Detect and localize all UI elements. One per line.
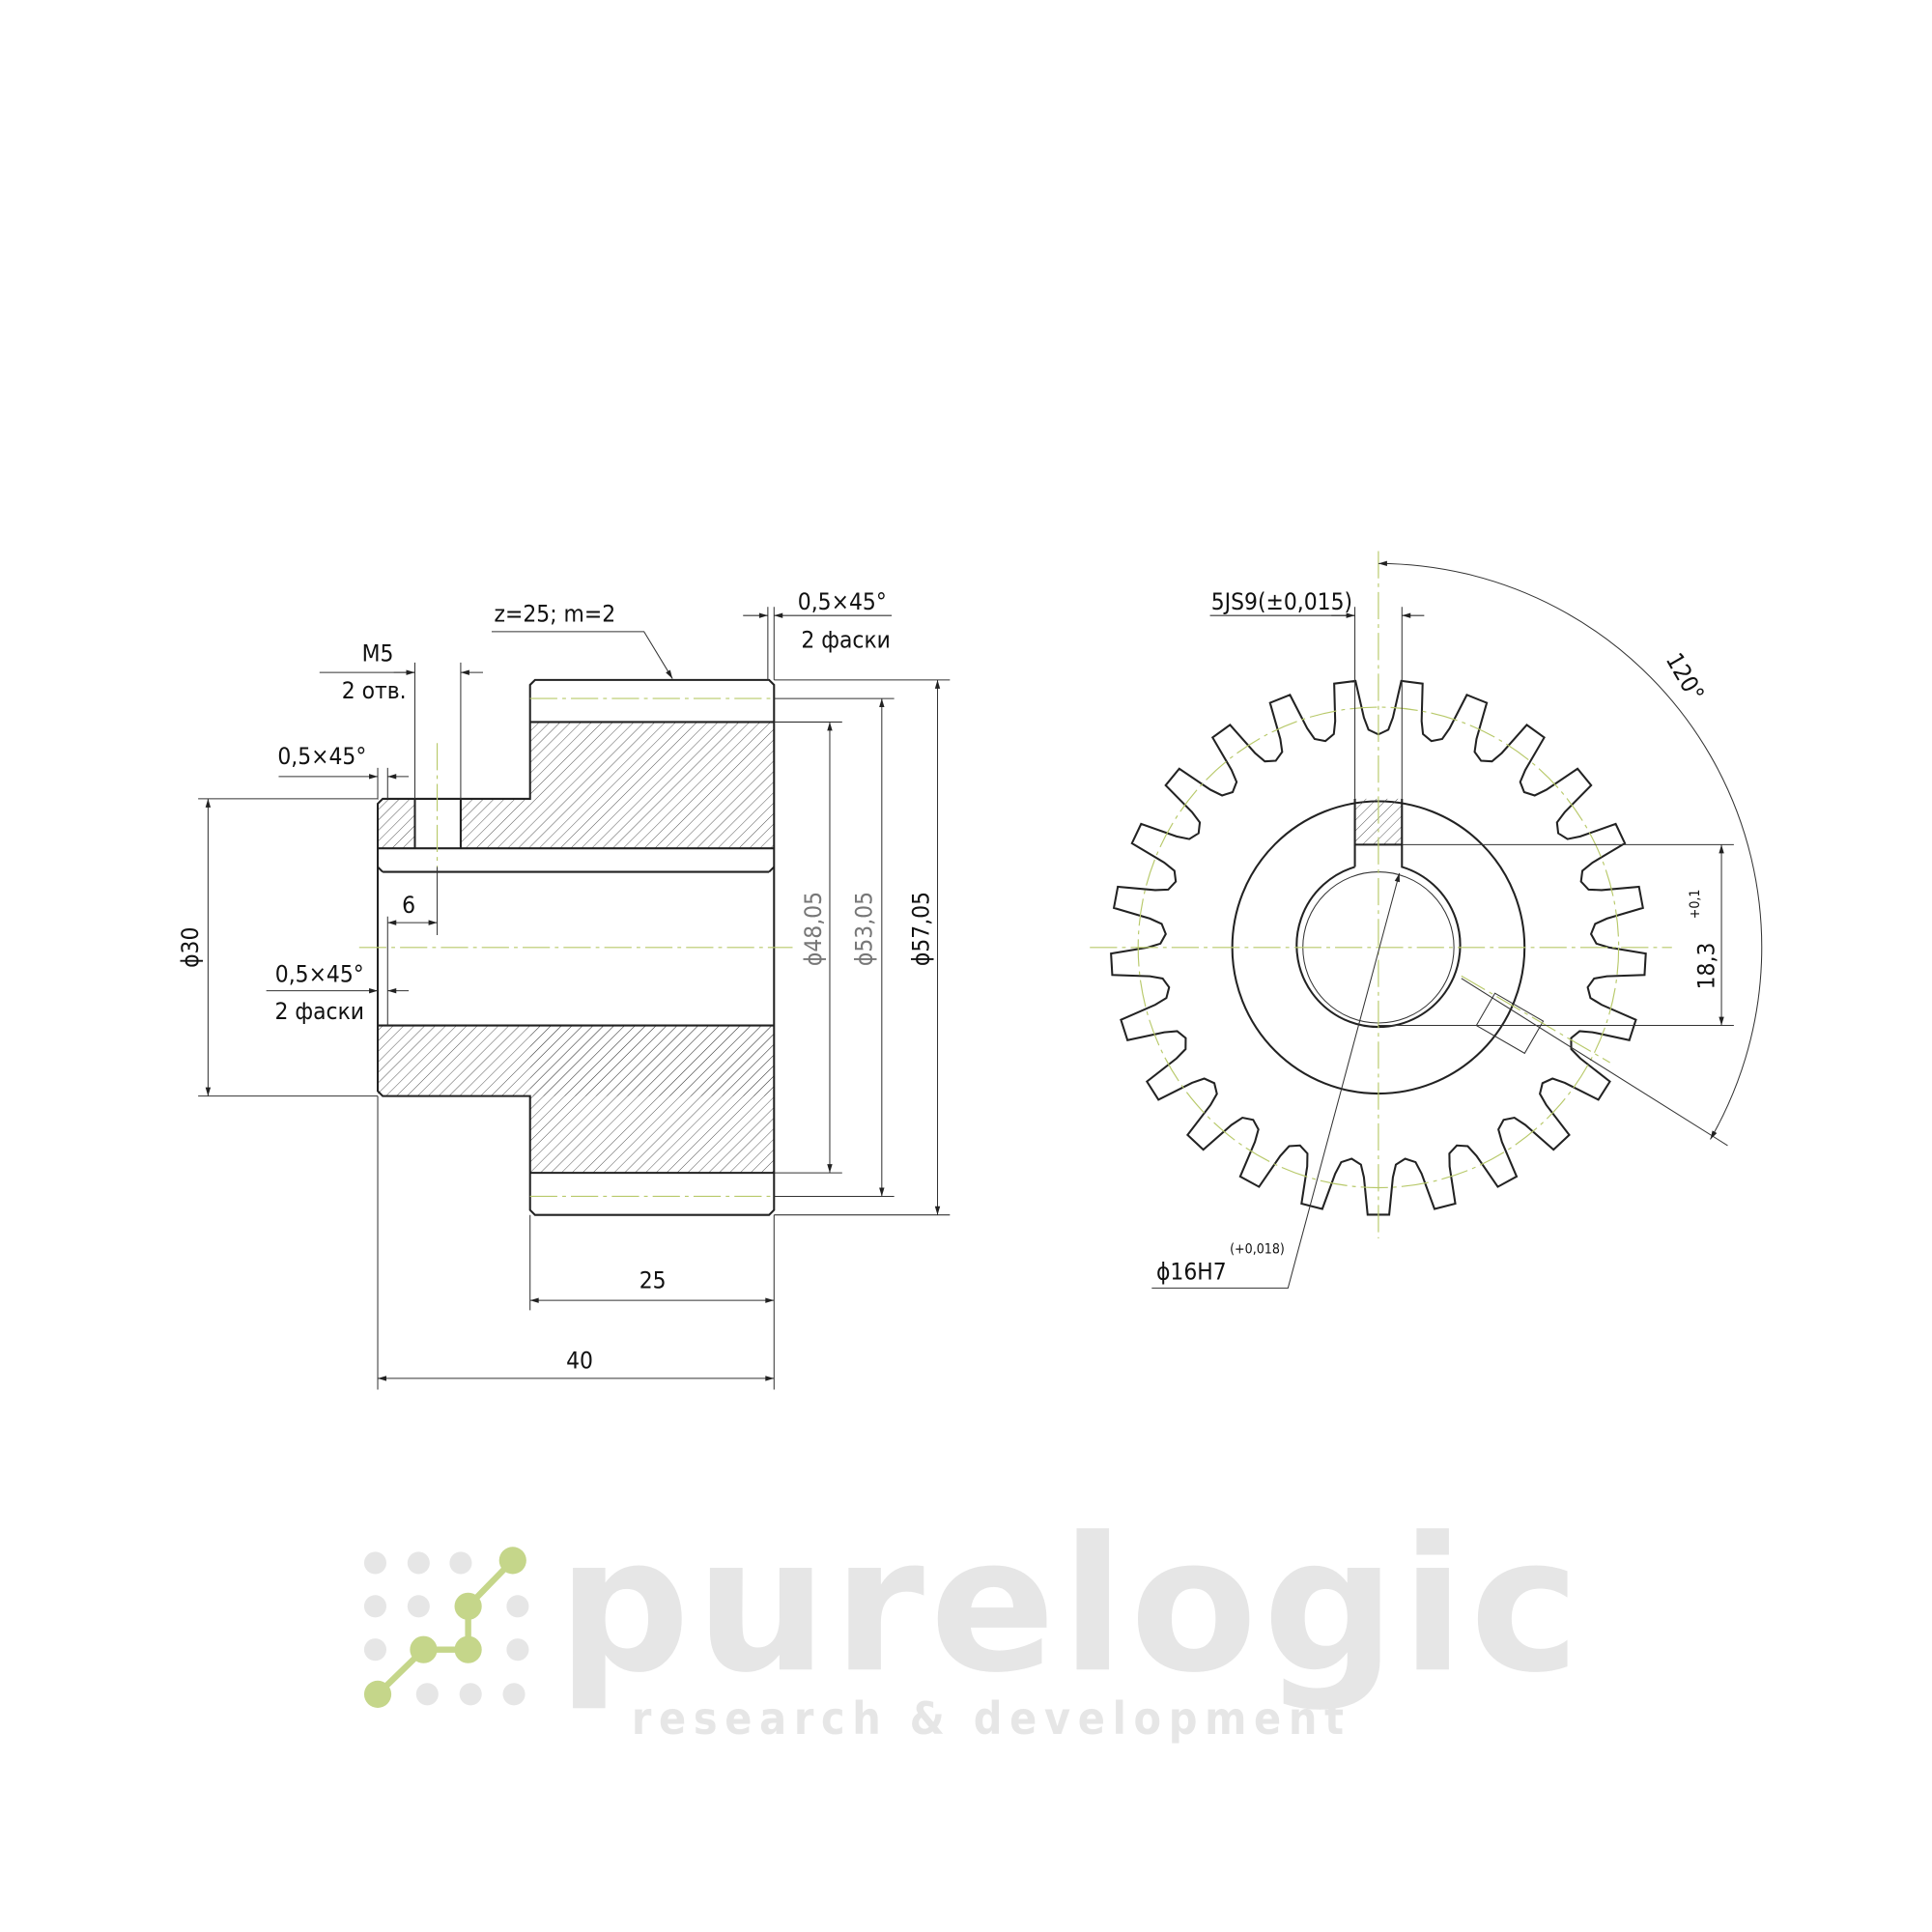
side-section-view: z=25; m=2 M5 2 отв. 0,5×45° 6 0,5×45° 2 … xyxy=(176,587,951,1390)
chamfer-left-bottom-label: 0,5×45° xyxy=(275,960,364,988)
keyway-label: 5JS9(±0,015) xyxy=(1211,587,1352,615)
chamfer-left-bottom-count: 2 фаски xyxy=(275,997,365,1025)
hatch-gear-top xyxy=(529,722,775,849)
outer-diameter-label: ϕ57,05 xyxy=(907,892,935,966)
watermark-tagline: research & development xyxy=(632,1692,1351,1745)
hub-diameter-label: ϕ30 xyxy=(176,927,204,968)
outline xyxy=(377,678,776,1216)
root-diameter-label: ϕ48,05 xyxy=(799,892,827,966)
key-depth-tolerance: +0,1 xyxy=(1688,889,1703,919)
front-extension-lines xyxy=(1209,607,1734,1147)
extension-lines xyxy=(198,607,951,1390)
hatch-gear-bottom xyxy=(529,1025,775,1174)
bore-tolerance: (+0,018) xyxy=(1230,1241,1285,1257)
bore-label: ϕ16H7 xyxy=(1156,1257,1227,1285)
gear-spec-leader xyxy=(491,631,673,679)
thread-label: M5 xyxy=(362,639,394,668)
chamfer-right-count: 2 фаски xyxy=(801,626,891,654)
key-depth-label: 18,3 xyxy=(1691,943,1719,990)
angle-label: 120° xyxy=(1661,648,1710,706)
section-lines xyxy=(377,721,776,1175)
chamfer-right-label: 0,5×45° xyxy=(798,587,887,615)
hole-offset-label: 6 xyxy=(402,891,415,919)
chamfer-left-top-label: 0,5×45° xyxy=(277,742,366,770)
total-length-label: 40 xyxy=(566,1347,593,1375)
gear-width-label: 25 xyxy=(639,1265,667,1293)
hatch-hub-top-right xyxy=(460,798,530,849)
pitch-diameter-label: ϕ53,05 xyxy=(850,892,878,966)
watermark-brand: purelogic xyxy=(557,1498,1585,1714)
thread-count: 2 отв. xyxy=(342,676,407,704)
angle-arc xyxy=(1378,560,1763,1140)
logo-dots xyxy=(363,1547,529,1708)
bore-leader xyxy=(1151,872,1401,1289)
watermark-logo: purelogic research & development xyxy=(363,1498,1585,1745)
front-view: 5JS9(±0,015) 120° 18,3 +0,1 ϕ16H7 (+0,01… xyxy=(1090,551,1763,1289)
gear-spec-label: z=25; m=2 xyxy=(495,600,616,628)
hatch-hub-top-left xyxy=(378,798,415,849)
